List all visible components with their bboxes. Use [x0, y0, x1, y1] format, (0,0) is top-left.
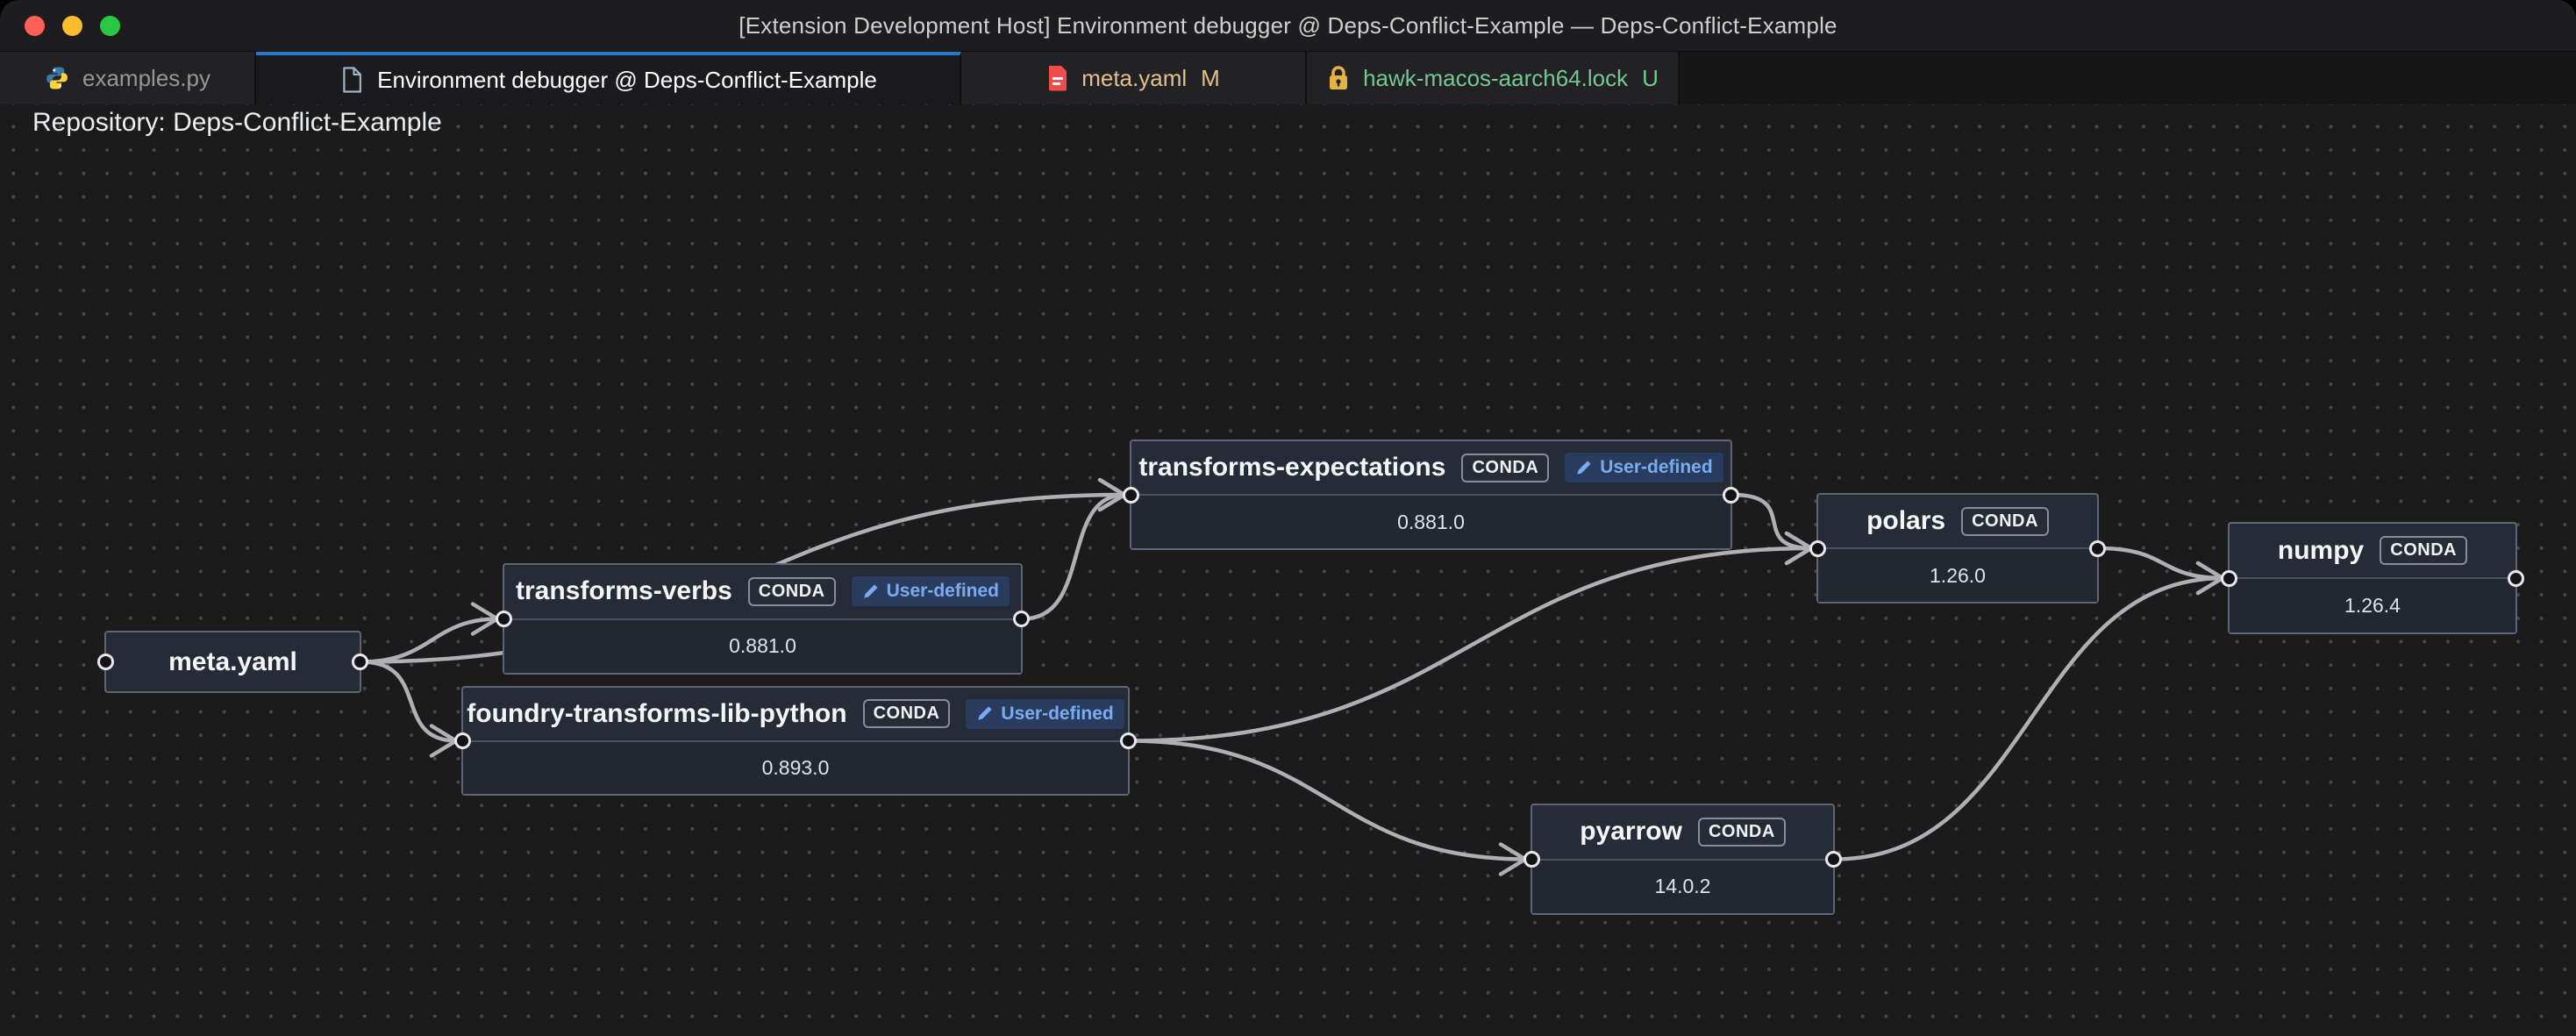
node-title: foundry-transforms-lib-python: [467, 699, 846, 729]
output-port[interactable]: [1825, 851, 1842, 868]
user-defined-badge: User-defined: [852, 576, 1010, 606]
graph-node-meta.yaml[interactable]: meta.yaml: [104, 631, 361, 693]
node-version: 1.26.0: [1818, 547, 2097, 602]
node-title: transforms-expectations: [1138, 453, 1445, 482]
tab-label: Environment debugger @ Deps-Conflict-Exa…: [377, 67, 877, 94]
node-layer: meta.yamltransforms-verbsCONDAUser-defin…: [0, 104, 2576, 1036]
tab-label: meta.yaml: [1081, 65, 1187, 92]
yaml-file-icon: [1046, 65, 1069, 91]
repository-label: Repository: Deps-Conflict-Example: [32, 108, 442, 138]
user-defined-badge: User-defined: [1565, 453, 1723, 482]
graph-canvas[interactable]: Repository: Deps-Conflict-Example meta.y…: [0, 104, 2576, 1036]
close-window-button[interactable]: [25, 16, 45, 36]
node-version: 0.881.0: [1131, 494, 1730, 548]
output-port[interactable]: [2089, 540, 2106, 557]
user-defined-label: User-defined: [887, 581, 999, 602]
user-defined-badge: User-defined: [966, 699, 1124, 729]
conda-badge: CONDA: [1698, 818, 1786, 847]
graph-node-pyarrow[interactable]: pyarrow CONDA 14.0.2: [1531, 804, 1835, 915]
input-port[interactable]: [1523, 851, 1540, 868]
input-port[interactable]: [454, 732, 471, 749]
graph-node-polars[interactable]: polars CONDA 1.26.0: [1816, 493, 2099, 604]
node-title: pyarrow: [1580, 817, 1682, 847]
user-defined-label: User-defined: [1001, 704, 1113, 725]
pencil-icon: [862, 583, 879, 600]
output-port[interactable]: [1013, 611, 1030, 627]
node-version: 1.26.4: [2230, 577, 2515, 632]
output-port[interactable]: [1120, 732, 1137, 749]
tab-meta-yaml[interactable]: meta.yaml M: [961, 52, 1307, 104]
input-port[interactable]: [1809, 540, 1826, 557]
file-icon: [339, 66, 365, 94]
tab-bar: examples.py Environment debugger @ Deps-…: [0, 52, 2576, 104]
output-port[interactable]: [1723, 487, 1739, 504]
tab-label: examples.py: [82, 65, 211, 92]
python-icon: [44, 65, 70, 91]
conda-badge: CONDA: [863, 699, 951, 728]
node-title: transforms-verbs: [516, 576, 732, 606]
tab-examples-py[interactable]: examples.py: [0, 52, 256, 104]
node-version: 0.881.0: [504, 618, 1021, 674]
node-title: polars: [1866, 506, 1945, 536]
tab-label: hawk-macos-aarch64.lock: [1363, 65, 1628, 92]
pencil-icon: [1575, 460, 1592, 476]
output-port[interactable]: [352, 654, 368, 670]
input-port[interactable]: [1123, 487, 1139, 504]
maximize-window-button[interactable]: [100, 16, 120, 36]
input-port[interactable]: [2221, 570, 2237, 587]
pencil-icon: [976, 705, 993, 722]
tab-hawk-lock[interactable]: hawk-macos-aarch64.lock U: [1307, 52, 1680, 104]
minimize-window-button[interactable]: [62, 16, 82, 36]
git-modified-badge: M: [1201, 65, 1220, 92]
conda-badge: CONDA: [748, 577, 836, 606]
conda-badge: CONDA: [2380, 536, 2467, 565]
node-version: 14.0.2: [1532, 859, 1833, 914]
input-port[interactable]: [496, 611, 512, 627]
git-untracked-badge: U: [1642, 65, 1659, 92]
graph-node-numpy[interactable]: numpy CONDA 1.26.4: [2228, 522, 2517, 634]
node-version: 0.893.0: [463, 740, 1128, 795]
window-title: [Extension Development Host] Environment…: [0, 12, 2576, 39]
graph-node-transforms-expectations[interactable]: transforms-expectations CONDA User-defined…: [1130, 439, 1732, 550]
output-port[interactable]: [2508, 570, 2524, 587]
titlebar: [Extension Development Host] Environment…: [0, 0, 2576, 52]
conda-badge: CONDA: [1961, 507, 2049, 536]
conda-badge: CONDA: [1461, 454, 1549, 482]
node-title: numpy: [2278, 536, 2364, 566]
node-title: meta.yaml: [168, 647, 297, 677]
window-controls: [25, 0, 120, 51]
graph-node-foundry-transforms-lib-python[interactable]: foundry-transforms-lib-python CONDA User-d…: [461, 686, 1130, 796]
user-defined-label: User-defined: [1600, 457, 1712, 478]
tab-bar-empty-space: [1680, 52, 2576, 104]
graph-node-transforms-verbs[interactable]: transforms-verbs CONDA User-defined 0.881.0: [503, 563, 1023, 675]
tab-environment-debugger[interactable]: Environment debugger @ Deps-Conflict-Exa…: [256, 52, 961, 104]
lock-icon: [1326, 65, 1351, 91]
input-port[interactable]: [97, 654, 114, 670]
